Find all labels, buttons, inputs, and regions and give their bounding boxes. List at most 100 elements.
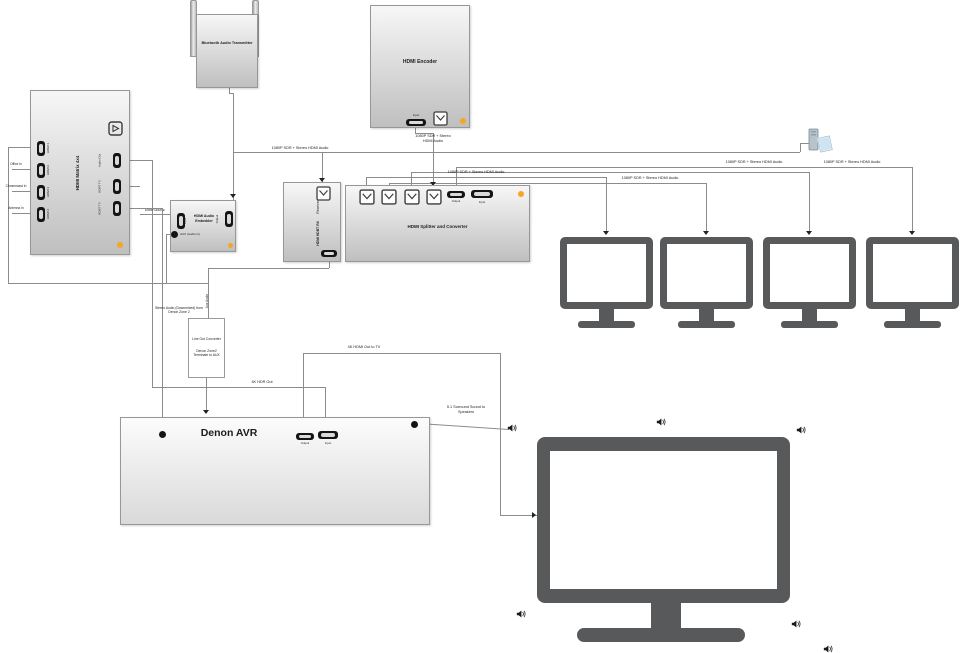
monitor-display[interactable] <box>560 237 653 329</box>
hdmi-port <box>321 250 337 257</box>
speaker-icon[interactable] <box>516 606 526 624</box>
arrowhead <box>532 512 536 518</box>
wire-segment <box>152 387 325 388</box>
wire-segment <box>303 353 304 431</box>
device-title: HDMI HDBT RX <box>316 221 320 246</box>
port-label: Output <box>300 441 310 445</box>
hdmi-port <box>113 179 121 194</box>
device-title: HDMI Audio Embedder <box>193 214 215 223</box>
monitor-screen <box>667 244 746 302</box>
arrowhead <box>909 231 915 235</box>
device-line-out-converter[interactable]: Line Out Converter Denon Zone2 Terminate… <box>188 318 225 378</box>
tv-screen <box>550 451 777 589</box>
hdmi-port <box>471 190 493 198</box>
device-title: Denon AVR <box>200 427 258 439</box>
monitor-base <box>781 321 838 328</box>
wire-segment <box>208 268 329 269</box>
wire-segment <box>456 167 912 168</box>
wire-label: 5.1 Surround Sound to Speakers <box>446 405 486 414</box>
monitor-screen <box>770 244 849 302</box>
wire-segment <box>418 423 509 430</box>
wire-label: 1080P SDR + Stereo HDMI Audio <box>823 160 881 164</box>
wire-segment <box>800 143 810 144</box>
monitor-screen <box>567 244 646 302</box>
wire-segment <box>303 353 500 354</box>
wire-segment <box>800 143 801 152</box>
wire-segment <box>166 234 173 235</box>
device-denon-avr[interactable]: Denon AVR Output Input <box>120 417 430 525</box>
wire-segment <box>12 191 36 192</box>
speaker-terminal <box>411 421 418 428</box>
tv-stand <box>651 600 681 632</box>
speaker-icon[interactable] <box>507 420 517 438</box>
wire-segment <box>8 147 36 148</box>
speaker-icon[interactable] <box>791 616 801 634</box>
monitor-display[interactable] <box>866 237 959 329</box>
port-label: HDMI 4 <box>46 208 50 220</box>
monitor-stand <box>699 307 714 321</box>
device-bluetooth-transmitter[interactable]: Bluetooth Audio Transmitter <box>196 14 258 88</box>
hdbt-port-icon <box>359 189 375 210</box>
source-label: Chromecast In <box>5 184 27 188</box>
port-label: Output <box>451 199 461 203</box>
wire-label: 4K HDMI Out to TV <box>347 345 381 349</box>
monitor-screen <box>873 244 952 302</box>
speaker-icon[interactable] <box>823 641 833 653</box>
wire-segment <box>152 160 153 387</box>
device-title: HDMI Matrix 4x4 <box>75 155 80 191</box>
monitor-stand <box>599 307 614 321</box>
wire-segment <box>500 515 537 516</box>
wire-segment <box>411 172 809 173</box>
arrowhead <box>230 194 236 198</box>
wire-segment <box>366 177 606 178</box>
wire-label: 1080P SDR + Stereo HDMI Audio <box>621 176 679 180</box>
status-led <box>117 242 123 248</box>
status-led <box>518 191 524 197</box>
wire-label: 1080P SDR + Stereo HDMI Audio <box>271 146 329 150</box>
living-room-tv[interactable] <box>537 437 790 643</box>
wire-segment <box>500 353 501 515</box>
wire-segment <box>162 208 163 427</box>
wire-segment <box>912 167 913 233</box>
source-label: Antenna In <box>8 206 24 210</box>
wire-label: 4K HDR Out <box>251 380 273 384</box>
wire-segment <box>389 183 706 184</box>
port-label: AUX (Audio In) <box>180 232 201 236</box>
wire-segment <box>415 125 416 133</box>
wire-segment <box>124 208 162 209</box>
speaker-icon[interactable] <box>656 414 666 432</box>
arrowhead <box>806 231 812 235</box>
arrowhead <box>319 178 325 182</box>
device-hdmi-splitter[interactable]: Output Input HDMI Splitter and Converter <box>345 185 530 262</box>
speaker-icon[interactable] <box>796 422 806 440</box>
wire-segment <box>12 213 36 214</box>
pc-workstation-icon[interactable] <box>806 127 834 160</box>
wire-segment <box>325 387 326 425</box>
aux-port <box>171 231 178 238</box>
tv-base <box>577 628 745 642</box>
speaker-terminal <box>159 431 166 438</box>
device-hdmi-matrix[interactable]: HDMI Matrix 4x4 HDMI 1 HDMI 2 HDMI 3 HDM… <box>30 90 130 255</box>
device-hdmi-encoder[interactable]: HDMI Encoder Input <box>370 5 470 128</box>
arrowhead <box>430 182 436 186</box>
network-port-icon <box>316 186 331 206</box>
wire-segment <box>140 214 176 215</box>
monitor-stand <box>802 307 817 321</box>
monitor-display[interactable] <box>660 237 753 329</box>
device-title: Line Out Converter <box>192 337 221 341</box>
wire-segment <box>233 152 800 153</box>
display-icon <box>108 121 123 141</box>
wire-segment <box>229 93 234 94</box>
monitor-display[interactable] <box>763 237 856 329</box>
wire-segment <box>809 172 810 233</box>
wire-segment <box>322 152 323 184</box>
wire-segment <box>415 133 433 134</box>
source-label: Office In <box>10 162 22 166</box>
device-title: HDMI Encoder <box>402 59 438 65</box>
wire-segment <box>433 133 434 185</box>
network-port-icon <box>433 111 448 131</box>
device-audio-embedder[interactable]: HDMI Audio Embedder Input Output AUX (Au… <box>170 200 236 252</box>
wire-label: Aux Audio <box>205 293 209 309</box>
device-hdbt-rx[interactable]: HDMI HDBT RX Receiver <box>283 182 341 262</box>
port-label: Input <box>324 441 332 445</box>
